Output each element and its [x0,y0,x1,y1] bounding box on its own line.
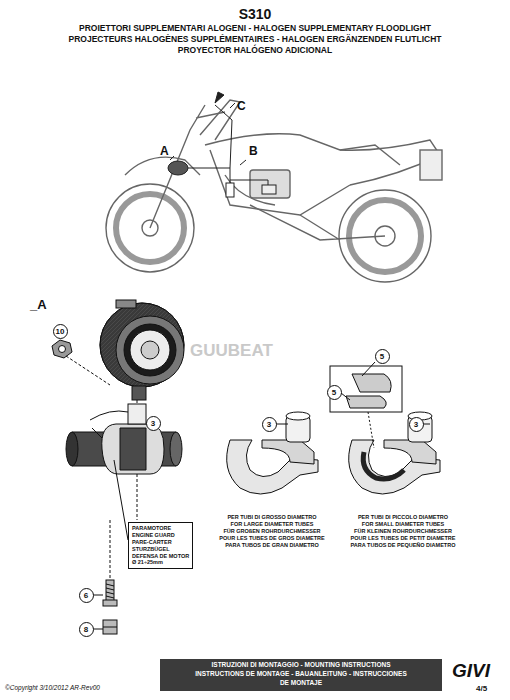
subtitle: PROYECTOR HALÓGENO ADICIONAL [178,46,332,56]
part-letter: A [160,145,169,159]
callout-text: 3 [151,419,155,428]
caption: FÜR KLEINEN ROHRDURCHMESSER [354,528,452,534]
bolt [103,580,117,606]
halogen-lamp [100,300,184,400]
callout-text: 10 [56,327,65,336]
watermark: GUUBEAT [190,341,273,361]
callout-number: 5 [375,349,390,364]
caption: PARA TUBOS DE GRAN DIAMETRO [225,542,319,548]
caption: PARA TUBOS DE PEQUEÑO DIAMETRO [351,542,456,548]
note-text: ENGINE GUARD [132,532,189,539]
tube-clamp [66,404,182,474]
note-text: STURZBÜGEL [132,546,189,553]
callout-number: 6 [79,588,94,603]
callout-text: 3 [267,420,271,429]
copyright: ©Copyright 3/10/2012 AR-Rev00 [5,684,100,691]
callout-text: 3 [414,420,418,429]
caption: PER TUBI DI PICCOLO DIAMETRO [358,514,448,520]
note-text: Ø 21÷25mm [132,559,189,566]
part-letter: B [249,145,258,159]
footer-text: DE MONTAJE [280,679,322,686]
footer-band [160,659,442,691]
nut [103,620,117,634]
callout-text: 5 [380,352,384,361]
callout-number: 3 [262,417,277,432]
note-text: PARE-CARTER [132,539,189,546]
tube-clamp-large [227,412,318,494]
note-text: PARAMOTORE [132,525,189,532]
footer-text: INSTRUCTIONS DE MONTAGE - BAUANLEITUNG -… [195,670,407,677]
callout-number: 8 [79,622,94,637]
caption: PER TUBI DI GROSSO DIAMETRO [227,514,316,520]
caption: POUR LES TUBES DE PETIT DIAMETRE [351,535,456,541]
tube-clamp-small [330,366,440,494]
title: S310 [239,6,272,22]
caption: POUR LES TUBES DE GROS DIAMETRE [219,535,324,541]
page-number: 4/5 [476,684,487,693]
callout-number: 3 [409,417,424,432]
nut [52,340,72,358]
kit-wiring [168,92,276,197]
callout-number: 3 [146,416,161,431]
subtitle: PROJECTEURS HALOGÈNES SUPPLÉMENTAIRES - … [69,35,442,45]
section-label: _A [30,298,47,313]
caption: FÜR GROßEN ROHRDURCHMESSER [223,528,320,534]
note-text: DEFENSA DE MOTOR [132,553,189,560]
callout-text: 6 [84,591,88,600]
caption: FOR LARGE DIAMETER TUBES [231,521,314,527]
brand-logo: GIVI [452,660,490,682]
callout-text: 5 [332,388,336,397]
callout-text: 8 [84,625,88,634]
assembly-axis [66,356,137,585]
callout-number: 5 [327,385,342,400]
caption: FOR SMALL DIAMETER TUBES [362,521,444,527]
motorcycle [106,100,442,282]
footer-text: ISTRUZIONI DI MONTAGGIO - MOUNTING INSTR… [212,661,391,668]
note-box: PARAMOTOREENGINE GUARDPARE-CARTERSTURZBÜ… [128,522,193,569]
callout-number: 10 [53,324,68,339]
subtitle: PROIETTORI SUPPLEMENTARI ALOGENI - HALOG… [79,24,431,34]
leader-lines [93,362,430,629]
part-letter: C [237,100,246,114]
